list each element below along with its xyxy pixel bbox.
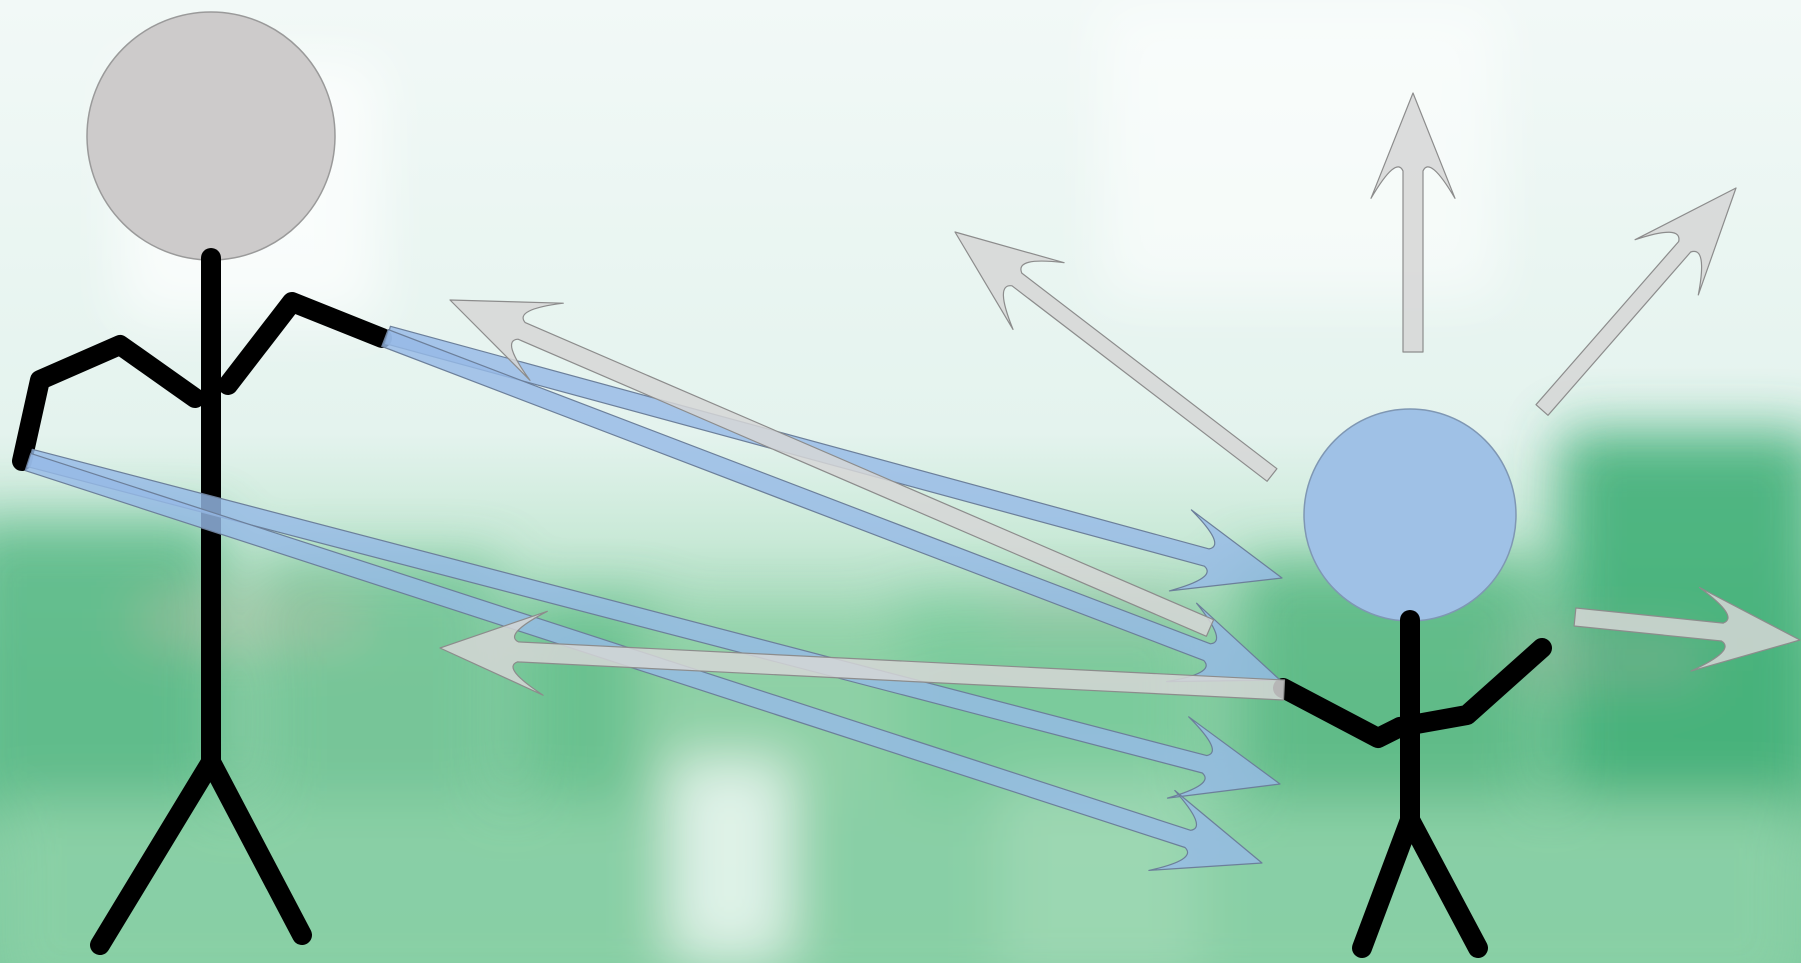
right-figure-head — [1304, 409, 1516, 621]
left-figure-head — [87, 12, 335, 260]
